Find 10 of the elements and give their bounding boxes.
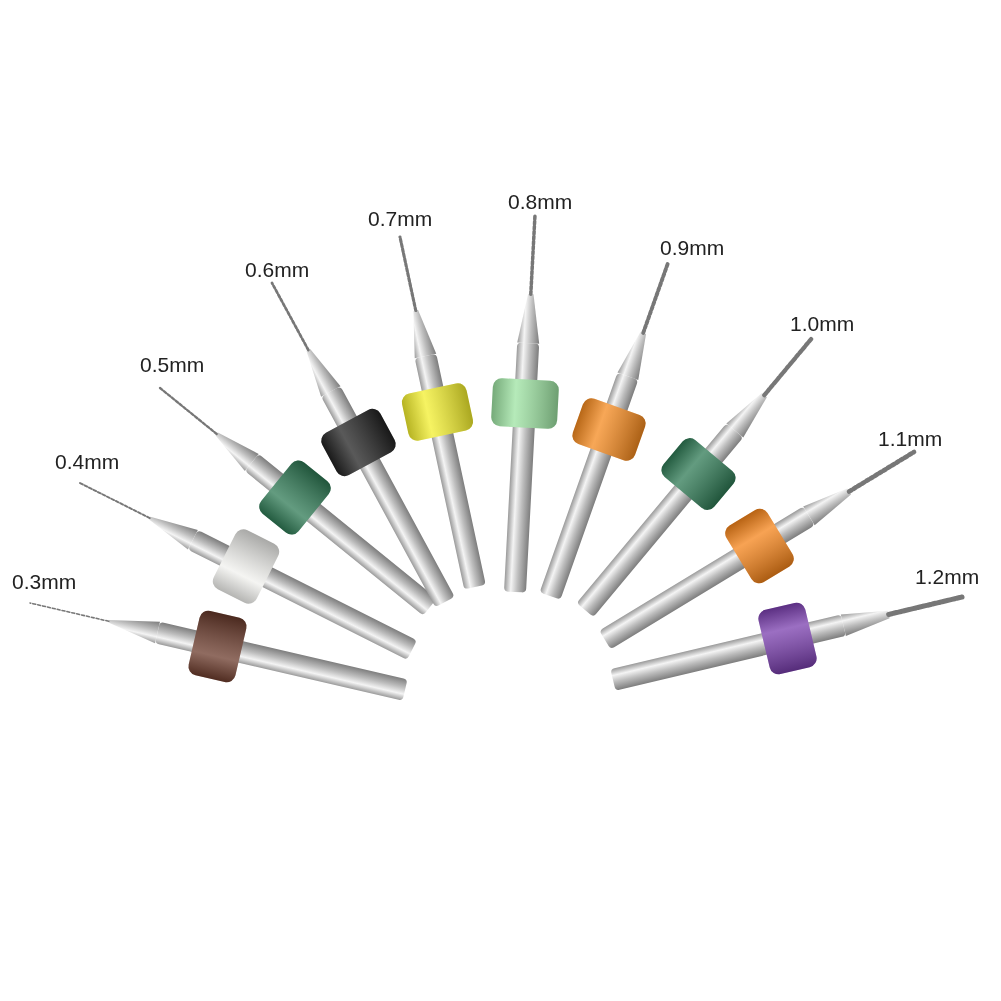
size-label: 1.2mm xyxy=(915,566,980,587)
size-label: 0.3mm xyxy=(12,571,77,592)
size-label: 0.5mm xyxy=(140,354,205,375)
size-label: 0.6mm xyxy=(245,259,310,280)
size-label: 1.0mm xyxy=(790,313,855,334)
size-label: 0.9mm xyxy=(660,237,725,258)
size-label: 0.4mm xyxy=(55,451,120,472)
size-label: 0.8mm xyxy=(508,191,573,212)
size-label: 0.7mm xyxy=(368,208,433,229)
size-label: 1.1mm xyxy=(878,428,943,449)
